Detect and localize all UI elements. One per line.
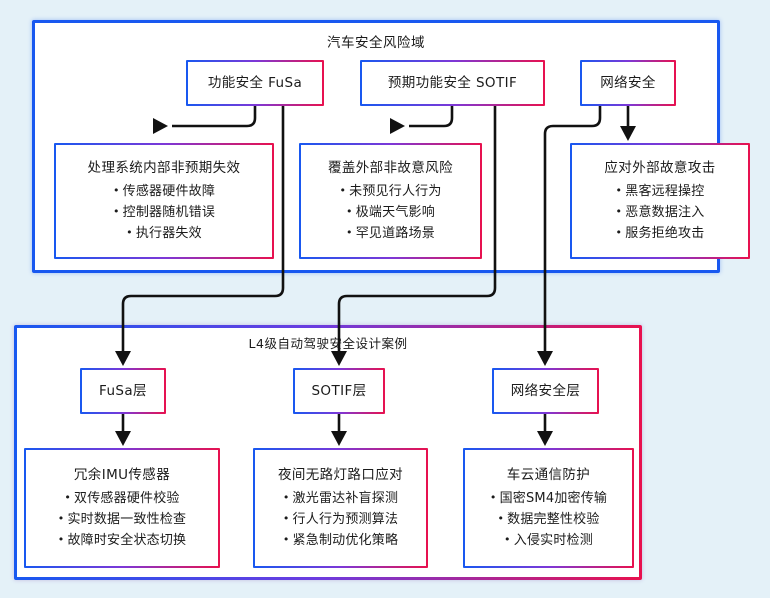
list-item: 未预见行人行为 — [339, 181, 441, 202]
list-item: 国密SM4加密传输 — [490, 488, 607, 509]
node-case-cyber-list: 国密SM4加密传输 数据完整性校验 入侵实时检测 — [490, 488, 607, 551]
node-detail-cyber-list: 黑客远程操控 恶意数据注入 服务拒绝攻击 — [616, 181, 705, 244]
node-detail-sotif-list: 未预见行人行为 极端天气影响 罕见道路场景 — [339, 181, 441, 244]
list-item: 入侵实时检测 — [490, 530, 607, 551]
list-item: 传感器硬件故障 — [113, 181, 215, 202]
node-case-fusa-title: 冗余IMU传感器 — [73, 467, 171, 484]
node-case-sotif-title: 夜间无路灯路口应对 — [277, 467, 404, 484]
node-case-sotif-list: 激光雷达补盲探测 行人行为预测算法 紧急制动优化策略 — [283, 488, 398, 551]
node-case-cyber-title: 车云通信防护 — [506, 467, 591, 484]
list-item: 紧急制动优化策略 — [283, 530, 398, 551]
list-item: 黑客远程操控 — [616, 181, 705, 202]
node-detail-cyber-title: 应对外部故意攻击 — [604, 160, 716, 177]
list-item: 激光雷达补盲探测 — [283, 488, 398, 509]
list-item: 罕见道路场景 — [339, 223, 441, 244]
node-case-fusa-list: 双传感器硬件校验 实时数据一致性检查 故障时安全状态切换 — [58, 488, 187, 551]
list-item: 双传感器硬件校验 — [58, 488, 187, 509]
node-case-fusa[interactable]: 冗余IMU传感器 双传感器硬件校验 实时数据一致性检查 故障时安全状态切换 — [24, 448, 220, 568]
list-item: 数据完整性校验 — [490, 509, 607, 530]
list-item: 极端天气影响 — [339, 202, 441, 223]
node-detail-fusa[interactable]: 处理系统内部非预期失效 传感器硬件故障 控制器随机错误 执行器失效 — [54, 143, 274, 259]
node-pillar-cyber-label: 网络安全 — [600, 74, 656, 91]
node-pillar-sotif[interactable]: 预期功能安全 SOTIF — [360, 60, 545, 106]
node-pillar-cyber[interactable]: 网络安全 — [580, 60, 676, 106]
list-item: 执行器失效 — [113, 223, 215, 244]
node-layer-fusa[interactable]: FuSa层 — [80, 368, 166, 414]
node-detail-sotif-title: 覆盖外部非故意风险 — [327, 160, 454, 177]
list-item: 恶意数据注入 — [616, 202, 705, 223]
list-item: 实时数据一致性检查 — [58, 509, 187, 530]
node-case-sotif[interactable]: 夜间无路灯路口应对 激光雷达补盲探测 行人行为预测算法 紧急制动优化策略 — [253, 448, 428, 568]
list-item: 控制器随机错误 — [113, 202, 215, 223]
list-item: 故障时安全状态切换 — [58, 530, 187, 551]
node-layer-cyber-label: 网络安全层 — [510, 382, 581, 399]
group-top-title: 汽车安全风险域 — [327, 35, 425, 51]
node-pillar-sotif-label: 预期功能安全 SOTIF — [387, 74, 518, 91]
node-detail-sotif[interactable]: 覆盖外部非故意风险 未预见行人行为 极端天气影响 罕见道路场景 — [299, 143, 482, 259]
node-detail-cyber[interactable]: 应对外部故意攻击 黑客远程操控 恶意数据注入 服务拒绝攻击 — [570, 143, 750, 259]
node-detail-fusa-list: 传感器硬件故障 控制器随机错误 执行器失效 — [113, 181, 215, 244]
group-bottom-title: L4级自动驾驶安全设计案例 — [248, 336, 408, 351]
node-pillar-fusa[interactable]: 功能安全 FuSa — [186, 60, 324, 106]
node-pillar-fusa-label: 功能安全 FuSa — [207, 74, 303, 91]
node-layer-sotif-label: SOTIF层 — [311, 382, 367, 399]
node-detail-fusa-title: 处理系统内部非预期失效 — [87, 160, 241, 177]
node-layer-fusa-label: FuSa层 — [99, 382, 147, 399]
list-item: 行人行为预测算法 — [283, 509, 398, 530]
node-layer-cyber[interactable]: 网络安全层 — [492, 368, 599, 414]
node-layer-sotif[interactable]: SOTIF层 — [293, 368, 385, 414]
node-case-cyber[interactable]: 车云通信防护 国密SM4加密传输 数据完整性校验 入侵实时检测 — [463, 448, 634, 568]
list-item: 服务拒绝攻击 — [616, 223, 705, 244]
